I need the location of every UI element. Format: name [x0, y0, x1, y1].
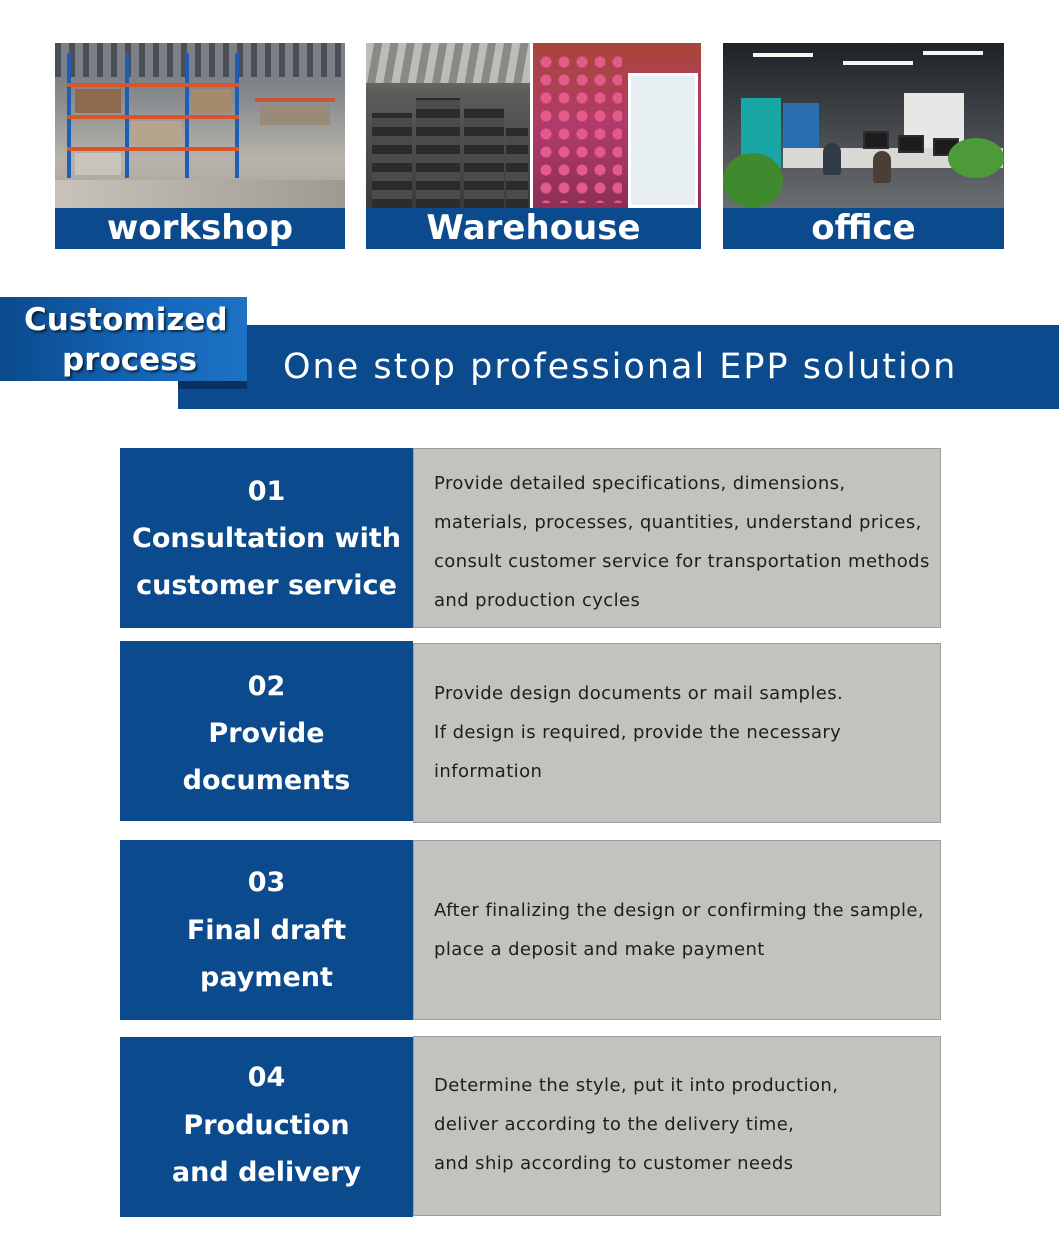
warehouse-photo: [366, 43, 701, 208]
step-1-title-line1: Consultation with: [132, 523, 401, 554]
step-3-description-line2: place a deposit and make payment: [434, 939, 765, 960]
step-1-number: 01: [247, 476, 286, 507]
step-3-title-line2: payment: [200, 962, 333, 993]
step-2-title-line2: documents: [182, 765, 351, 796]
step-2-description-line3: information: [434, 761, 543, 782]
step-2-title-line1: Provide: [208, 718, 325, 749]
step-3-label-panel: 03 Final draft payment: [120, 840, 413, 1020]
office-photo-card: office: [723, 43, 1004, 249]
workshop-caption: workshop: [55, 208, 345, 249]
step-4-title-line2: and delivery: [171, 1157, 362, 1188]
office-caption: office: [723, 208, 1004, 249]
step-4-description-line1: Determine the style, put it into product…: [434, 1075, 839, 1096]
step-4-description-panel: Determine the style, put it into product…: [413, 1036, 941, 1216]
banner-subtitle: One stop professional EPP solution: [283, 347, 958, 387]
step-3-number: 03: [247, 867, 286, 898]
step-4-description-line2: deliver according to the delivery time,: [434, 1114, 795, 1135]
step-1-label-panel: 01 Consultation with customer service: [120, 448, 413, 628]
step-3-description-line1: After finalizing the design or confirmin…: [434, 900, 925, 921]
workshop-photo: [55, 43, 345, 208]
banner-badge: [0, 297, 247, 381]
banner-title-line2: process: [62, 342, 198, 378]
workshop-photo-card: workshop: [55, 43, 345, 249]
step-4-title-line1: Production: [183, 1110, 350, 1141]
step-2-label-panel: 02 Provide documents: [120, 641, 413, 821]
banner-bar: [178, 325, 1059, 409]
step-2-number: 02: [247, 671, 286, 702]
step-1-description-line2: materials, processes, quantities, unders…: [434, 512, 922, 533]
step-4-number: 04: [247, 1062, 286, 1093]
step-1-description-line4: and production cycles: [434, 590, 641, 611]
step-3-title-line1: Final draft: [186, 915, 347, 946]
step-3-description-panel: After finalizing the design or confirmin…: [413, 840, 941, 1020]
banner-title-line1: Customized: [24, 302, 228, 338]
step-4-label-panel: 04 Production and delivery: [120, 1037, 413, 1217]
step-1-description-line3: consult customer service for transportat…: [434, 551, 930, 572]
step-1-title-line2: customer service: [136, 570, 397, 601]
warehouse-photo-card: Warehouse: [366, 43, 701, 249]
step-4-description-line3: and ship according to customer needs: [434, 1153, 794, 1174]
step-2-description-line2: If design is required, provide the neces…: [434, 722, 842, 743]
step-1-description-line1: Provide detailed specifications, dimensi…: [434, 473, 846, 494]
step-1-description-panel: Provide detailed specifications, dimensi…: [413, 448, 941, 628]
step-2-description-panel: Provide design documents or mail samples…: [413, 643, 941, 823]
banner-badge-shadow: [178, 381, 247, 389]
step-2-description-line1: Provide design documents or mail samples…: [434, 683, 844, 704]
warehouse-caption: Warehouse: [366, 208, 701, 249]
office-photo: [723, 43, 1004, 208]
